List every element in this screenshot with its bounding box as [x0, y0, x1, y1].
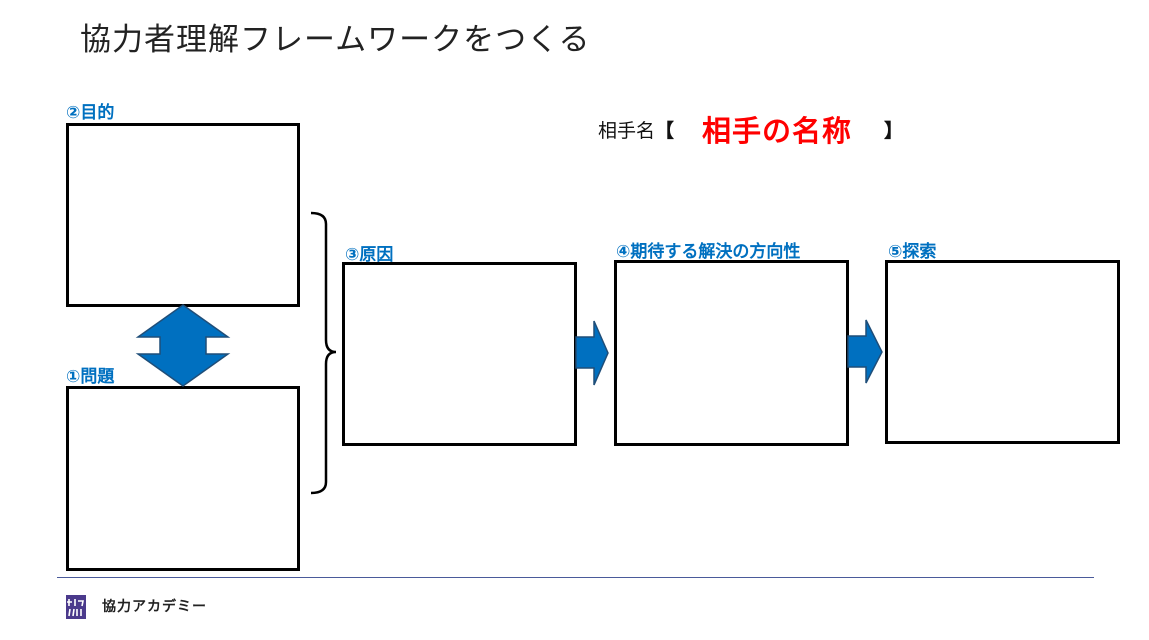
label-cause: ③原因	[345, 245, 394, 265]
footer-divider	[57, 577, 1094, 578]
partner-close-bracket: 】	[884, 119, 904, 142]
brace-icon	[310, 211, 337, 495]
search-box[interactable]	[885, 260, 1120, 444]
cause-box[interactable]	[342, 262, 577, 446]
label-purpose: ②目的	[66, 103, 115, 123]
label-direction: ④期待する解決の方向性	[616, 242, 801, 262]
company-logo-icon	[66, 595, 86, 619]
company-name: 協力アカデミー	[102, 599, 207, 615]
problem-box[interactable]	[66, 386, 300, 571]
direction-box[interactable]	[614, 260, 849, 446]
partner-open-bracket: 【	[655, 119, 675, 142]
label-problem: ①問題	[66, 367, 115, 387]
label-search: ⑤探索	[888, 242, 937, 262]
right-arrow-icon	[575, 320, 609, 386]
partner-name[interactable]: 相手の名称	[702, 114, 853, 148]
right-arrow-icon	[847, 319, 883, 384]
partner-row: 相手名 【 相手の名称 】	[598, 104, 903, 154]
double-arrow-icon	[135, 304, 231, 387]
page-title: 協力者理解フレームワークをつくる	[80, 22, 591, 58]
partner-label: 相手名	[598, 119, 656, 142]
